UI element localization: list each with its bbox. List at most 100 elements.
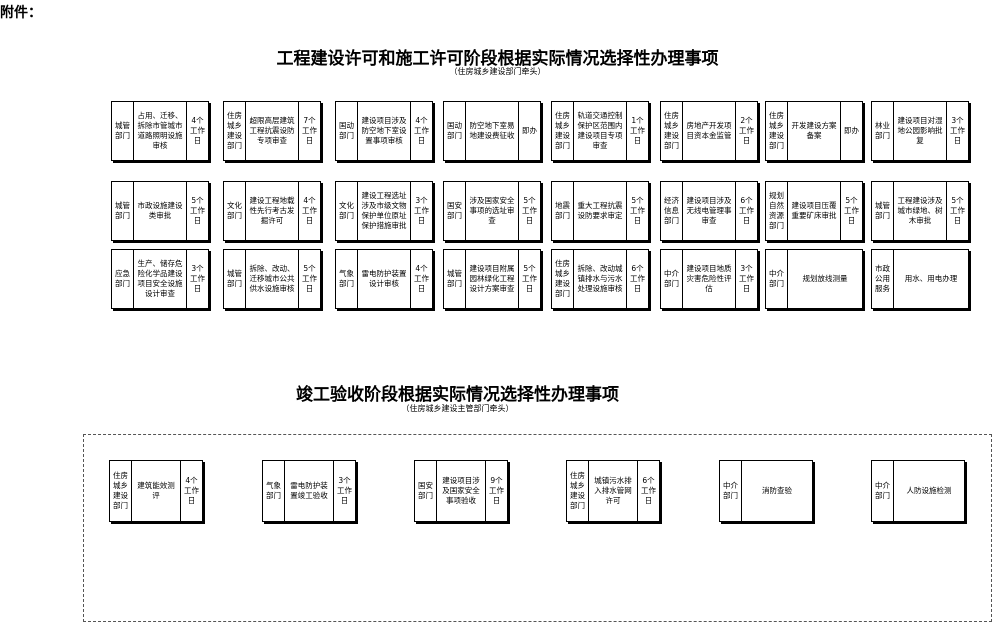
matter-name: 拆除、改动、迁移城市公共供水设施审核	[246, 250, 299, 308]
matter-name: 重大工程抗震设防要求审定	[574, 182, 627, 240]
matter-name: 超限高层建筑工程抗震设防专项审查	[246, 102, 299, 160]
matter-name: 建设项目地质灾害危险性评估	[683, 250, 736, 308]
matter-time: 4个工作日	[414, 263, 429, 294]
matter-dept: 国安部门	[444, 182, 466, 240]
matter-name: 建设项目压覆重要矿床审批	[788, 182, 841, 240]
matter-dept: 国安部门	[415, 461, 437, 521]
matter-time: 2个工作日	[739, 115, 754, 146]
matter-time: 即办	[522, 125, 537, 135]
matter-name: 工程建设涉及城市绿地、树木审批	[894, 182, 947, 240]
matter-time: 6个工作日	[739, 195, 754, 226]
matter-name: 建设项目附属园林绿化工程设计方案审查	[466, 250, 519, 308]
matter-name: 雷电防护装置设计审核	[358, 250, 411, 308]
matter-dept: 国动部门	[336, 102, 358, 160]
matter-name: 建筑能效测评	[132, 461, 181, 521]
attachment-label: 附件：	[0, 5, 42, 21]
matter-name: 建设项目涉及无线电管理事审查	[683, 182, 736, 240]
matter-name: 城镇污水排入排水管网许可	[589, 461, 638, 521]
matter-dept: 文化部门	[224, 182, 246, 240]
section1-subtitle: （住房城乡建设部门牵头）	[449, 67, 546, 76]
matter-dept: 住房城乡建设部门	[661, 102, 683, 160]
matter-dept: 住房城乡建设部门	[224, 102, 246, 160]
matter-time: 4个工作日	[190, 115, 205, 146]
matter-name: 用水、用电办理	[904, 273, 958, 283]
matter-name: 消防查验	[762, 485, 792, 495]
matter-time: 5个工作日	[190, 195, 205, 226]
matter-time: 6个工作日	[641, 475, 656, 506]
matter-time: 3个工作日	[739, 263, 754, 294]
matter-dept: 中介部门	[720, 461, 742, 521]
matter-dept: 城管部门	[224, 250, 246, 308]
matter-time: 5个工作日	[844, 195, 859, 226]
matter-name: 占用、迁移、拆除市管城市道路照明设施审核	[134, 102, 187, 160]
section2-subtitle: （住房城乡建设主管部门牵头）	[401, 404, 514, 413]
matter-time: 即办	[844, 125, 859, 135]
matter-dept: 应急部门	[112, 250, 134, 308]
matter-time: 5个工作日	[302, 263, 317, 294]
matter-dept: 城管部门	[444, 250, 466, 308]
matter-dept: 林业部门	[872, 102, 894, 160]
section1-title: 工程建设许可和施工许可阶段根据实际情况选择性办理事项	[276, 49, 719, 69]
matter-dept: 气象部门	[263, 461, 285, 521]
matter-time: 5个工作日	[630, 195, 645, 226]
matter-dept: 住房城乡建设部门	[110, 461, 132, 521]
matter-time: 4个工作日	[414, 115, 429, 146]
matter-name: 规划放线测量	[802, 273, 848, 283]
section2-dashed-frame	[83, 434, 992, 622]
matter-box: 国动部门防空地下室易地建设费征收即办	[443, 101, 541, 161]
matter-time: 3个工作日	[950, 115, 965, 146]
section2-title: 竣工验收阶段根据实际情况选择性办理事项	[296, 385, 619, 405]
matter-name: 建设项目对湿地公园影响批复	[894, 102, 947, 160]
matter-box: 住房城乡建设部门开发建设方案备案即办	[765, 101, 863, 161]
matter-time: 9个工作日	[489, 475, 504, 506]
matter-time: 1个工作日	[630, 115, 645, 146]
matter-dept: 市政公用服务	[872, 250, 894, 308]
matter-time: 4个工作日	[302, 195, 317, 226]
matter-time: 6个工作日	[630, 263, 645, 294]
matter-name: 防空地下室易地建设费征收	[466, 102, 519, 160]
matter-box: 中介部门 消防查验	[719, 460, 813, 522]
matter-box: 中介部门规划放线测量	[765, 249, 863, 309]
matter-name: 开发建设方案备案	[788, 102, 841, 160]
matter-time: 3个工作日	[337, 475, 352, 506]
matter-dept: 规划自然资源部门	[766, 182, 788, 240]
matter-name: 建设项目涉及防空地下室设置事项审核	[358, 102, 411, 160]
matter-name: 生产、储存危险化学品建设项目安全设施设计审查	[134, 250, 187, 308]
matter-time: 3个工作日	[190, 263, 205, 294]
matter-dept: 城管部门	[112, 182, 134, 240]
matter-name: 建设工程地载性先行考古发掘许可	[246, 182, 299, 240]
matter-name: 轨道交通控制保护区范围内建设项目专项审查	[574, 102, 627, 160]
matter-name: 建设项目涉及国家安全事项验收	[437, 461, 486, 521]
matter-dept: 住房城乡建设部门	[552, 102, 574, 160]
matter-dept: 城管部门	[112, 102, 134, 160]
matter-time: 7个工作日	[302, 115, 317, 146]
matter-time: 3个工作日	[414, 195, 429, 226]
matter-dept: 经济信息部门	[661, 182, 683, 240]
matter-dept: 城管部门	[872, 182, 894, 240]
matter-time: 5个工作日	[522, 195, 537, 226]
matter-dept: 住房城乡建设部门	[552, 250, 574, 308]
matter-name: 建设工程选址涉及市级文物保护单位原址保护措施审批	[358, 182, 411, 240]
matter-time: 5个工作日	[522, 263, 537, 294]
matter-box: 市政公用服务用水、用电办理	[871, 249, 969, 309]
matter-dept: 文化部门	[336, 182, 358, 240]
